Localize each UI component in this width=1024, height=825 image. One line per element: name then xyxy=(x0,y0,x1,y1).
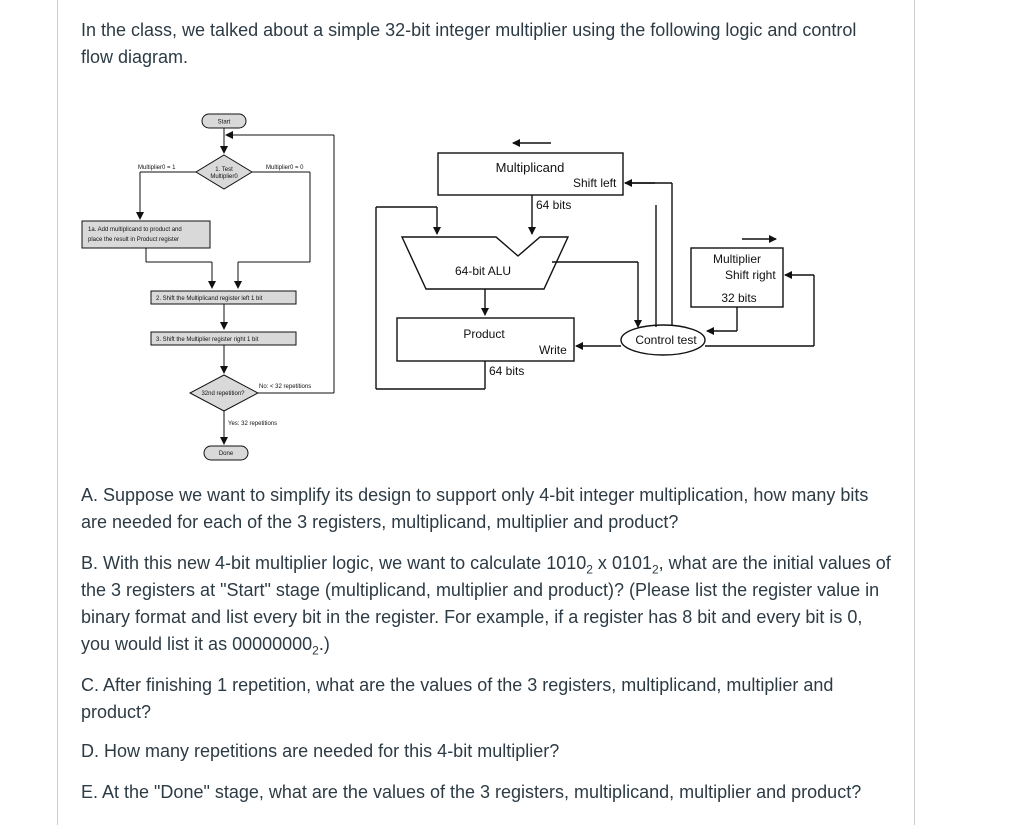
step-2-label: 2. Shift the Multiplicand register left … xyxy=(156,296,263,302)
step-1a-label-line2: place the result in Product register xyxy=(88,237,179,243)
multiplier-label: Multiplier xyxy=(713,252,761,266)
done-label: Done xyxy=(219,451,234,457)
test-diamond xyxy=(195,154,253,190)
control-test-oval xyxy=(620,324,706,356)
question-c: C. After finishing 1 repetition, what ar… xyxy=(81,675,834,722)
question-b-operand-1: 1010 xyxy=(546,553,587,573)
start-label: Start xyxy=(218,120,231,126)
test-label-line2: Multiplier0 xyxy=(210,174,238,180)
shift-right-label: Shift right xyxy=(725,268,776,282)
question-b-operand-2: 0101 xyxy=(611,553,652,573)
multiplicand-register xyxy=(437,152,624,196)
question-a: A. Suppose we want to simplify its desig… xyxy=(81,485,869,532)
no-branch-label: No: < 32 repetitions xyxy=(259,384,311,390)
alu-label: 64-bit ALU xyxy=(455,264,511,278)
bits64-top-label: 64 bits xyxy=(536,198,571,212)
intro-paragraph: In the class, we talked about a simple 3… xyxy=(81,20,857,67)
step-1a-box xyxy=(81,220,211,249)
test-label-line1: 1. Test xyxy=(215,167,233,173)
question-b-text-middle: , what are the initial values of the 3 r… xyxy=(81,553,891,654)
content-border-right xyxy=(914,0,915,825)
multiplicand-label: Multiplicand xyxy=(496,160,565,175)
decision-label: 32nd repetition? xyxy=(201,391,245,397)
question-b-example-value: 00000000 xyxy=(232,634,313,654)
alu-shape xyxy=(400,236,570,290)
bits32-label: 32 bits xyxy=(721,291,756,305)
yes-branch-label: Yes: 32 repetitions xyxy=(228,421,277,427)
flowchart xyxy=(81,113,335,461)
question-b-base-1: 2 xyxy=(586,562,593,577)
question-b-base-2: 2 xyxy=(651,562,659,577)
question-b-base-3: 2 xyxy=(312,643,319,658)
question-b-text-end: .) xyxy=(318,634,330,654)
condition-zero-label: Multiplier0 = 0 xyxy=(266,165,304,171)
question-e: E. At the "Done" stage, what are the val… xyxy=(81,782,862,802)
shift-left-label: Shift left xyxy=(573,176,617,190)
question-b: B. With this new 4-bit multiplier logic,… xyxy=(81,550,896,658)
step-1a-label-line1: 1a. Add multiplicand to product and xyxy=(88,227,182,233)
question-d: D. How many repetitions are needed for t… xyxy=(81,741,560,761)
content-border-left xyxy=(57,0,58,825)
question-b-times: x xyxy=(592,553,612,573)
step-3-label: 3. Shift the Multiplier register right 1… xyxy=(156,337,259,343)
write-label: Write xyxy=(539,343,567,357)
condition-one-label: Multiplier0 = 1 xyxy=(138,165,176,171)
bits64-bottom-label: 64 bits xyxy=(489,364,524,378)
done-terminal xyxy=(203,445,249,461)
datapath xyxy=(375,139,815,390)
control-test-label: Control test xyxy=(635,333,697,347)
question-b-text-start: B. With this new 4-bit multiplier logic,… xyxy=(81,553,547,573)
product-label: Product xyxy=(463,327,505,341)
multiplier-diagram: Start 1. Test Multiplier0 Multiplier0 = … xyxy=(81,113,815,461)
